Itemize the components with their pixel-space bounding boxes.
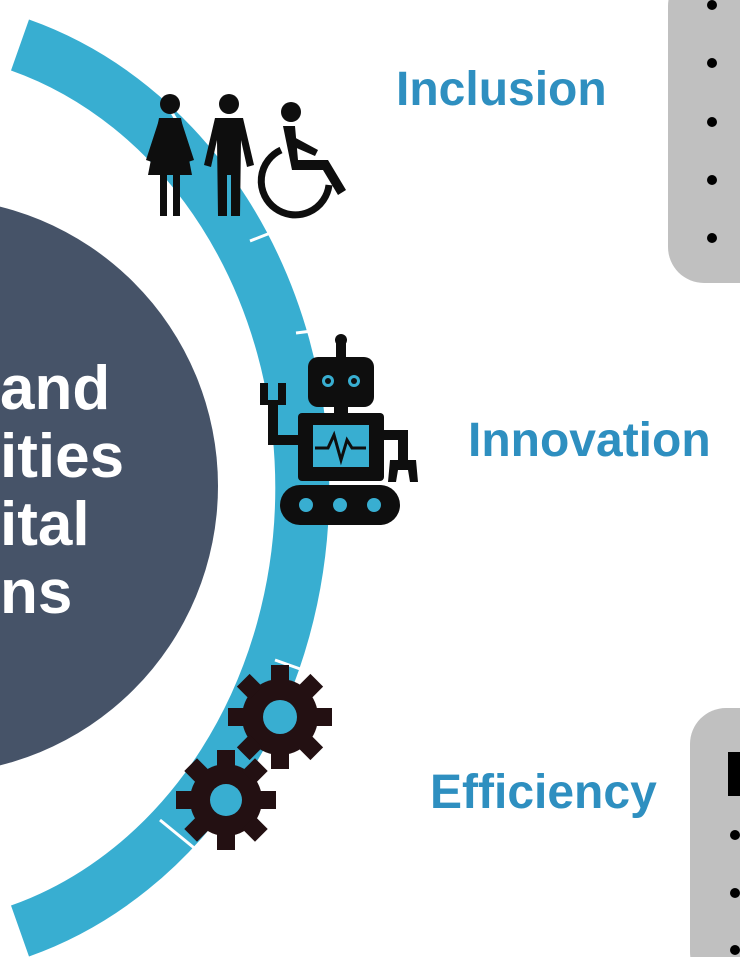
inclusion-heading: Inclusion (396, 63, 607, 116)
center-title-line: ities (0, 422, 125, 491)
center-title-line: and (0, 354, 111, 423)
center-title-line: ns (0, 558, 73, 627)
center-title-line: ital (0, 490, 90, 559)
innovation-heading: Innovation (468, 414, 711, 467)
center-circle (0, 206, 218, 766)
people-accessibility-icon (146, 94, 346, 219)
efficiency-bullet-panel (690, 708, 740, 957)
inclusion-bullet-panel (668, 0, 740, 283)
gears-icon (176, 665, 332, 850)
efficiency-heading: Efficiency (430, 766, 657, 819)
robot-icon (260, 334, 418, 525)
center-title: and ities ital ns (0, 355, 124, 627)
